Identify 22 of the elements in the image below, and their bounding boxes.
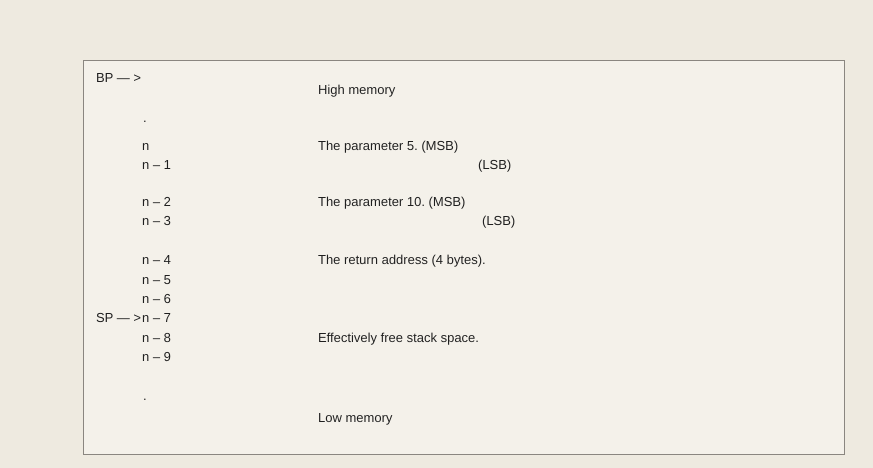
byte-order-label: (LSB) (478, 157, 512, 173)
memory-end-label: Low memory (318, 410, 392, 426)
slot-description: The return address (4 bytes). (318, 252, 486, 268)
offset-label: n (142, 138, 150, 154)
slot-description: Effectively free stack space. (318, 330, 479, 346)
slot-description: The parameter 5. (MSB) (318, 138, 458, 154)
offset-label: n – 9 (142, 349, 171, 365)
offset-label: n – 7 (142, 310, 171, 326)
offset-label: n – 4 (142, 252, 171, 268)
pointer-label: SP — > (96, 310, 141, 326)
pointer-label: BP — > (96, 70, 141, 86)
memory-end-label: High memory (318, 82, 396, 98)
offset-label: n – 3 (142, 213, 171, 229)
byte-order-label: (LSB) (482, 213, 516, 229)
offset-label: n – 8 (142, 330, 171, 346)
offset-label: n – 6 (142, 291, 171, 307)
offset-label: n – 5 (142, 272, 171, 288)
slot-description: The parameter 10. (MSB) (318, 194, 466, 210)
ellipsis-dot: . (143, 110, 147, 126)
offset-label: n – 2 (142, 194, 171, 210)
ellipsis-dot: . (143, 388, 147, 404)
offset-label: n – 1 (142, 157, 171, 173)
